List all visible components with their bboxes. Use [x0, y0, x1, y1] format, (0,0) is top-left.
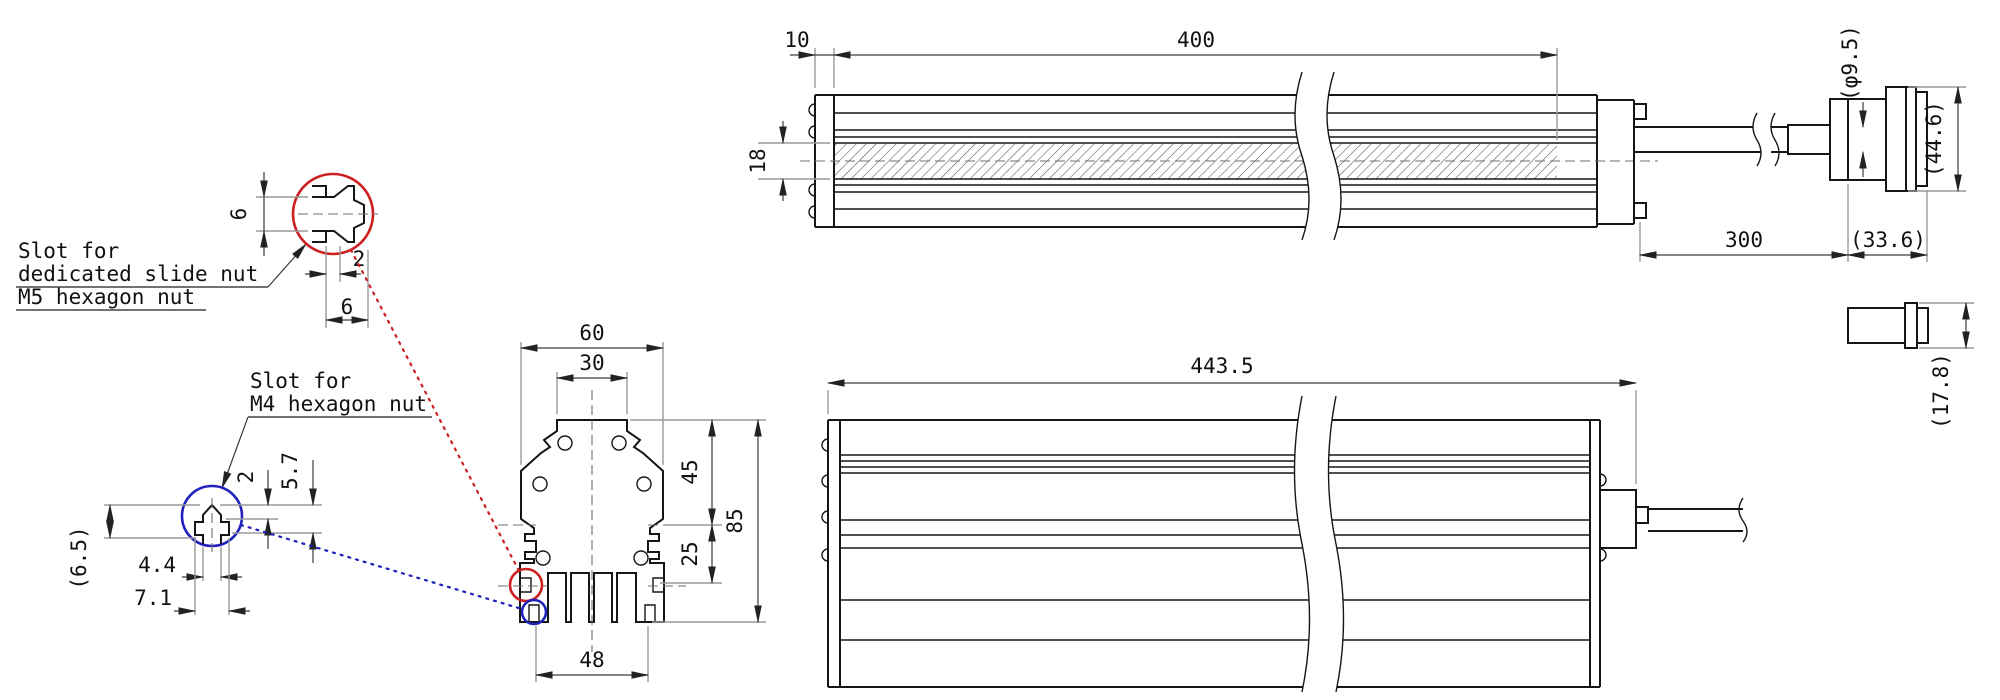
- dim-label-end-cap: 10: [784, 28, 809, 52]
- dim-label-m4-inner: 4.4: [138, 553, 176, 577]
- back-break-lines: [1293, 395, 1345, 693]
- section-right-bottom-slot: [644, 604, 656, 622]
- dim-label-section-top: 30: [579, 351, 604, 375]
- dim-label-m4-depth: 5.7: [278, 452, 302, 490]
- side-view-back: 443.5: [821, 354, 1748, 693]
- back-cable: [1648, 508, 1743, 532]
- mating-connector-body: [1847, 307, 1906, 344]
- note-m4-line1: Slot for: [250, 369, 351, 393]
- front-cable-break: [1752, 112, 1780, 167]
- front-left-screw-bumps: [808, 103, 816, 219]
- dim-label-m4-height: (6.5): [67, 526, 91, 589]
- dim-label-window: 400: [1177, 28, 1215, 52]
- dim-label-window-height: 18: [746, 148, 770, 173]
- note-m4-slot: Slot for M4 hexagon nut: [221, 369, 432, 490]
- note-m5-line2: dedicated slide nut: [18, 262, 258, 286]
- front-connector: [1787, 86, 1928, 192]
- dim-label-mating-height: (17.8): [1929, 353, 1953, 429]
- detail-view-m4-slot: (6.5) 4.4 7.1 2 5.7: [67, 452, 322, 615]
- m5-slot-bottom-tab: [312, 230, 327, 243]
- section-screw-bosses: [532, 435, 652, 566]
- note-m5-line3: M5 hexagon nut: [18, 285, 195, 309]
- back-cable-break: [1738, 497, 1748, 543]
- dim-label-total-length: 443.5: [1190, 354, 1253, 378]
- dim-label-section-height: 85: [723, 508, 747, 533]
- cross-section-view: 60 30 45 25 85 48: [239, 248, 766, 682]
- dim-label-connector-length: (33.6): [1850, 228, 1926, 252]
- mating-connector-tip: [1916, 307, 1929, 344]
- back-bar-extrusion-lines: [840, 454, 1590, 641]
- front-end-bracket: [1597, 99, 1647, 225]
- dim-label-section-width: 60: [579, 321, 604, 345]
- m5-slot-location-circle: [508, 567, 544, 603]
- dim-label-section-lower: 25: [678, 541, 702, 566]
- section-right-side-slot: [652, 577, 664, 593]
- dim-label-connector-height: (44.6): [1922, 101, 1946, 177]
- side-view-front: 10 400 18 (φ9.5) (44.6) 300 (33.6): [746, 25, 1966, 262]
- mating-connector-view: (17.8): [1847, 301, 1974, 429]
- back-cable-box: [1599, 489, 1637, 549]
- dim-label-m5-gap: 6: [227, 208, 251, 221]
- dim-label-section-bottom: 48: [579, 648, 604, 672]
- mating-connector-flange: [1904, 302, 1918, 349]
- note-m5-leader-arrow: [267, 243, 307, 288]
- section-profile-outline: [519, 419, 665, 623]
- front-bar-extrusion-lines: [834, 112, 1597, 210]
- dim-label-m4-lip: 2: [234, 471, 258, 484]
- m4-slot-location-circle: [520, 598, 548, 626]
- back-right-screw-bumps: [1599, 473, 1607, 562]
- back-bar-outline: [827, 419, 1601, 688]
- note-m4-line2: M4 hexagon nut: [250, 392, 427, 416]
- m4-slot-profile: [194, 503, 230, 544]
- dim-label-m4-outer: 7.1: [134, 586, 172, 610]
- note-m5-slot: Slot for dedicated slide nut M5 hexagon …: [16, 239, 307, 311]
- front-break-lines: [1294, 71, 1342, 241]
- section-left-bottom-slot: [528, 604, 540, 622]
- dim-label-m5-lip: 2: [353, 247, 366, 271]
- dim-label-cable-length: 300: [1725, 228, 1763, 252]
- note-m4-leader-arrow: [221, 416, 249, 490]
- dim-label-section-upper: 45: [678, 459, 702, 484]
- back-left-screw-bumps: [821, 438, 829, 562]
- m5-slot-top-tab: [312, 185, 327, 198]
- note-m5-line1: Slot for: [18, 239, 119, 263]
- dim-label-m5-throat: 6: [341, 295, 354, 319]
- m4-detail-link-line: [239, 523, 524, 611]
- dim-label-cable-dia: (φ9.5): [1838, 25, 1862, 101]
- back-cable-gland: [1635, 506, 1649, 524]
- detail-view-m5-slot: 6 2 6: [227, 172, 378, 328]
- section-left-side-slot: [520, 577, 532, 593]
